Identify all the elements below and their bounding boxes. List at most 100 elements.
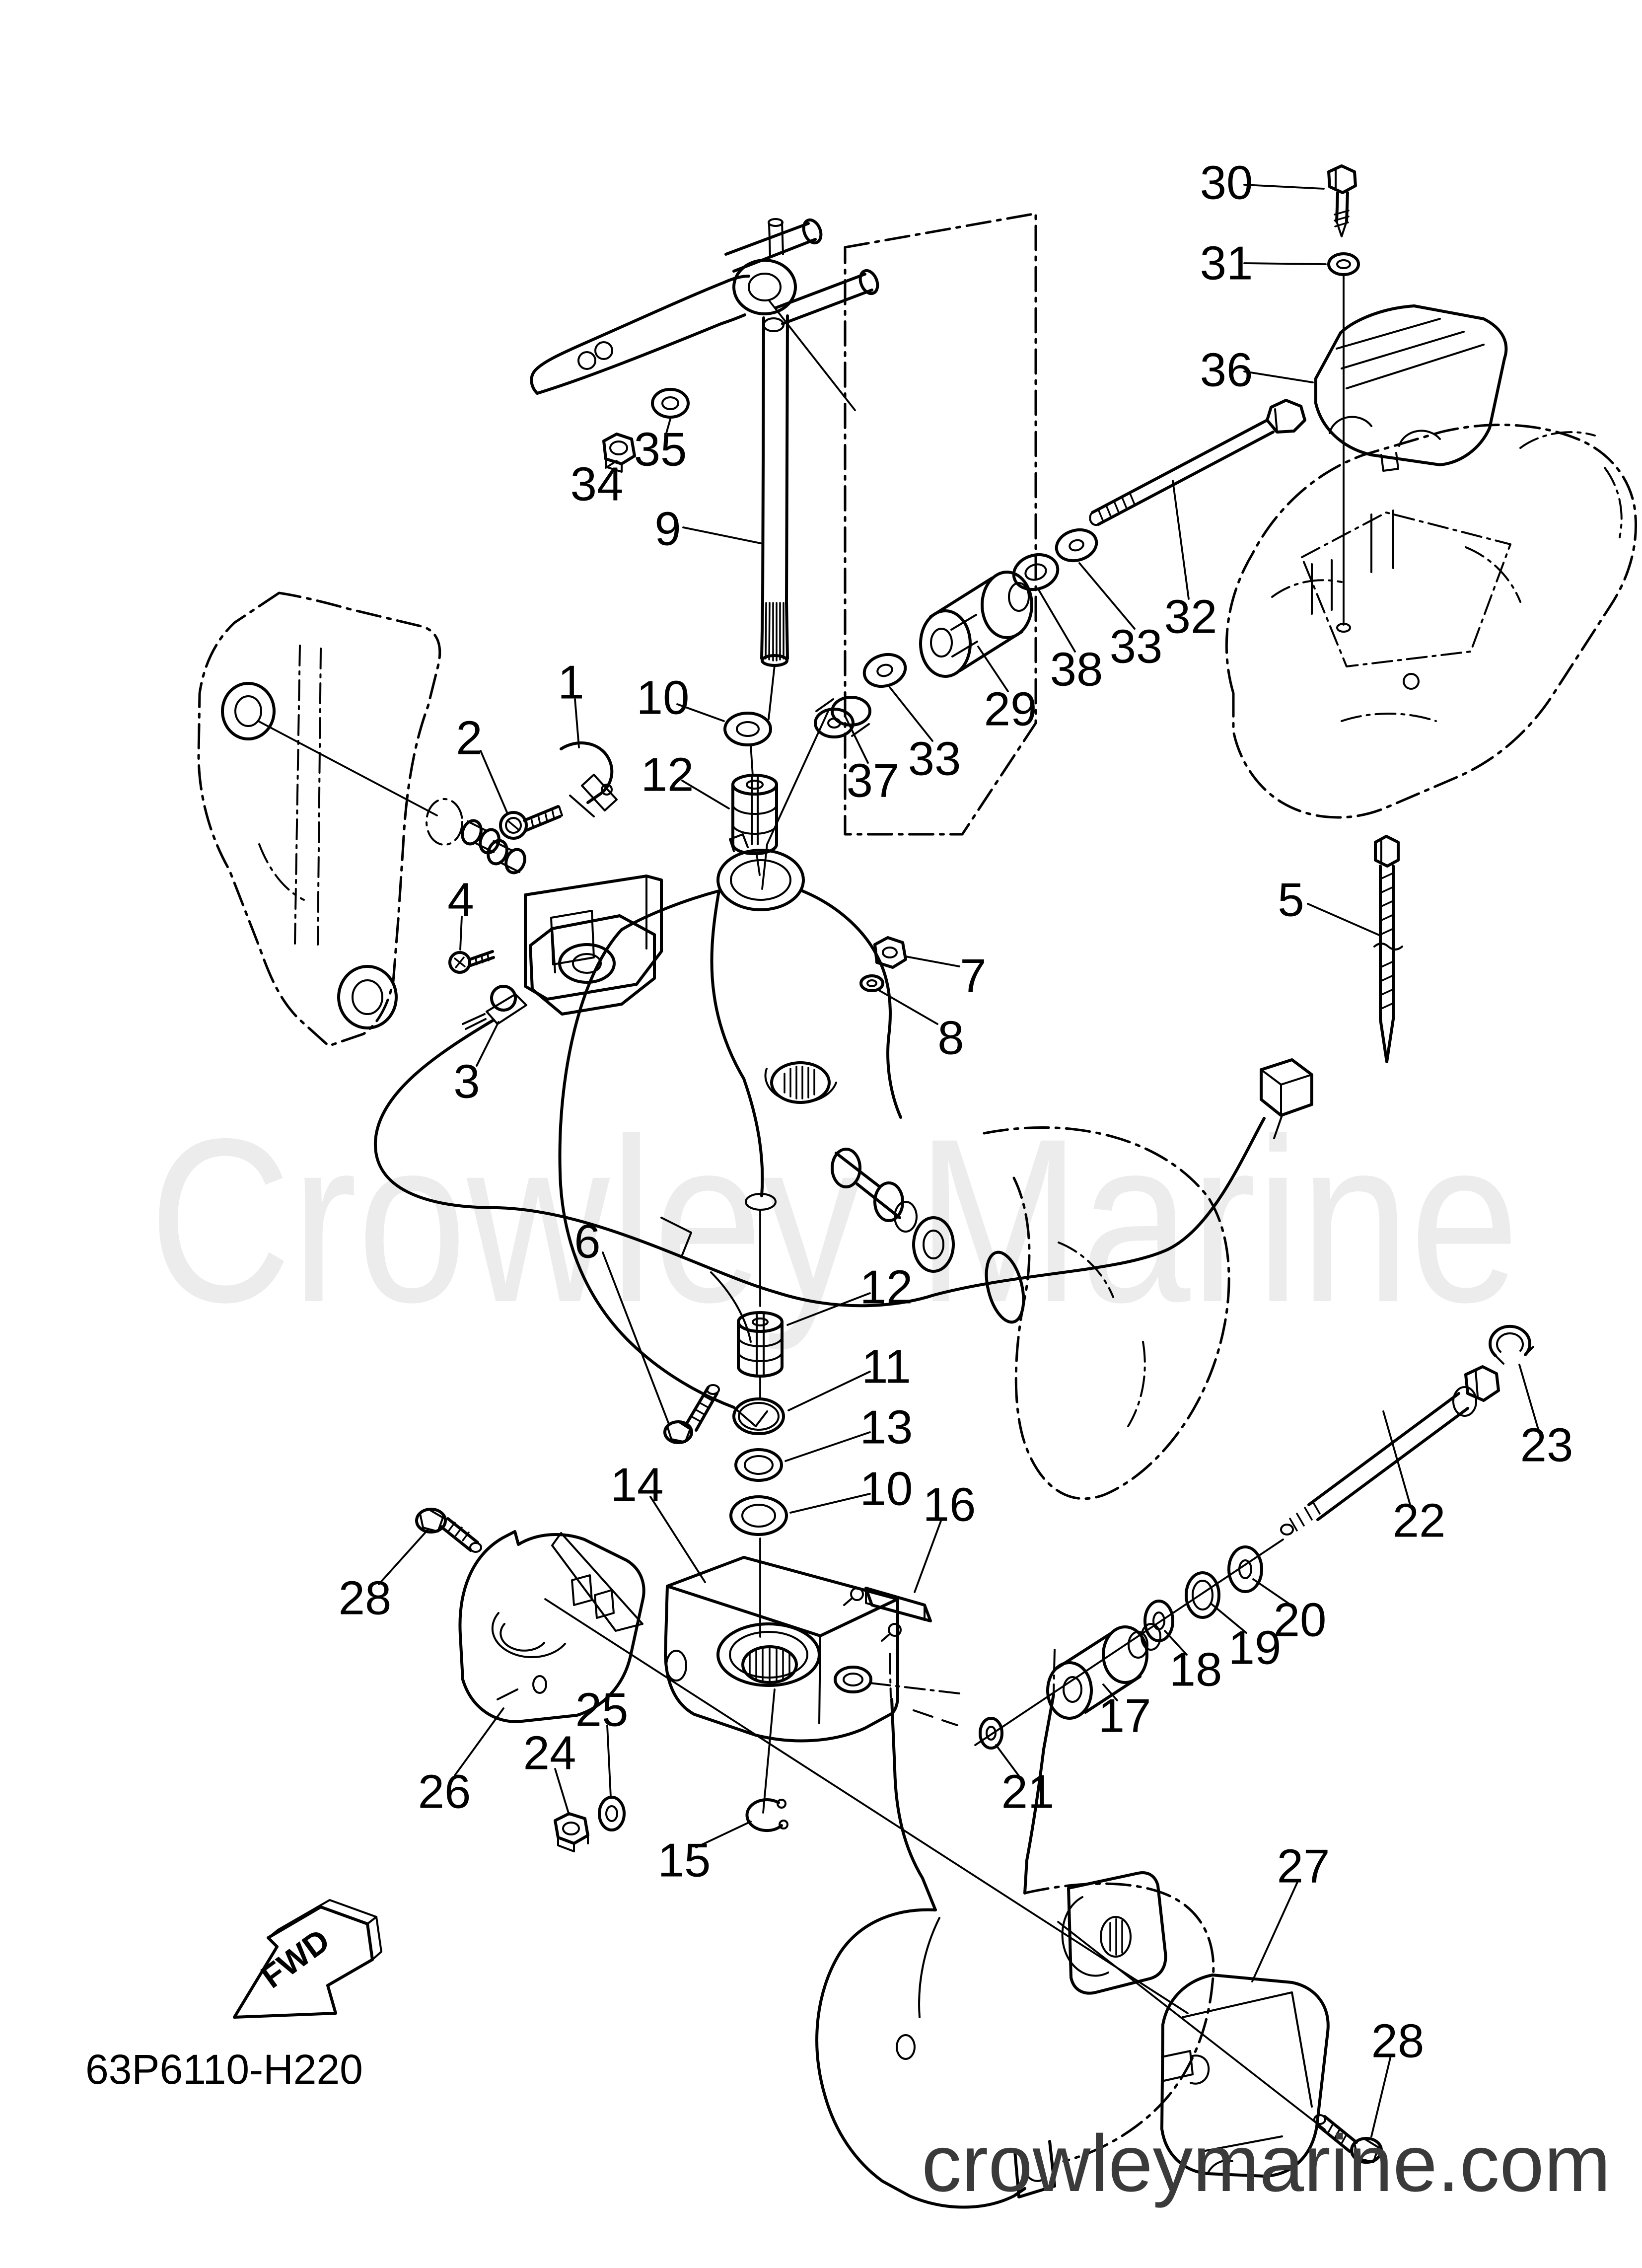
part-callout-33-17: 33 [908,732,961,786]
part-callout-20-32: 20 [1274,1594,1327,1647]
part-callout-32-21: 32 [1164,590,1217,644]
nut-24 [554,1812,589,1852]
part-callout-22-34: 22 [1393,1494,1446,1547]
part-callout-14-26: 14 [611,1459,664,1512]
leader-line-5-4 [1307,903,1381,937]
bolt-30 [1327,164,1357,237]
part-callout-12-10: 12 [641,748,694,802]
lower-damper-chain [865,1538,1284,1750]
leader-line-13-24 [785,1431,871,1462]
leader-line-18-30 [1164,1630,1188,1656]
part-callout-16-27: 16 [923,1478,976,1532]
leader-line-10-25 [789,1493,871,1514]
washer-10-lower [729,1495,788,1536]
anode-plate-16 [843,1587,932,1642]
upper-damper-chain [761,528,1098,890]
watermark: Crowley Marine [149,1090,1519,1352]
side-cover-26 [458,1530,645,1723]
part-callout-7-6: 7 [960,950,986,1003]
screw-2 [499,805,563,840]
leader-line-7-6 [905,955,960,967]
part-callout-25-37: 25 [575,1683,629,1737]
bracket-upper-hole [221,682,276,740]
cap-nut-23 [1489,1324,1534,1365]
leader-line-36-15 [1243,370,1314,383]
part-callout-26-38: 26 [418,1765,471,1819]
steering-shaft [760,314,789,667]
part-callout-12-23: 12 [860,1261,913,1314]
part-callout-30-13: 30 [1200,156,1253,210]
nut-7 [873,936,907,969]
leader-line-35-12 [665,418,671,434]
part-callout-36-15: 36 [1200,344,1253,397]
leader-line-31-14 [1243,262,1327,265]
leader-line-8-7 [878,989,938,1025]
lower-column [729,1209,788,1638]
part-callout-24-36: 24 [523,1727,576,1780]
part-callout-13-24: 13 [860,1401,913,1454]
leader-line-10-9 [676,703,725,722]
leader-line-17-29 [1102,1683,1118,1701]
part-callout-5-4: 5 [1278,874,1304,927]
leader-line-14-26 [649,1496,706,1583]
leader-line-26-38 [454,1707,504,1776]
swivel-arm-right [983,1126,1230,1500]
part-callout-10-9: 10 [637,671,690,725]
leader-line-27-39 [1251,1881,1298,1982]
part-callout-6-5: 6 [574,1215,600,1268]
lower-mount-housing-14 [664,1556,958,1814]
part-callout-33-20: 33 [1110,620,1163,673]
part-callout-11-22: 11 [861,1340,911,1393]
leader-line-24-36 [554,1768,570,1816]
part-callout-37-16: 37 [847,754,900,807]
bolt-22 [1280,1365,1500,1536]
bolt-28-left [415,1508,482,1553]
leader-line-29-18 [977,646,1009,692]
leader-line-16-27 [914,1519,942,1593]
part-callout-31-14: 31 [1200,237,1253,290]
leader-line-38-19 [1038,589,1076,653]
bottom-bracket [544,1598,1326,2209]
leader-line-11-22 [787,1371,871,1411]
washer-35 [651,388,690,419]
leader-line-3-2 [476,1021,500,1067]
part-callout-1-0: 1 [558,656,584,709]
leader-line-20-32 [1252,1578,1292,1606]
leader-line-32-21 [1172,480,1190,600]
leader-line-9-8 [682,526,762,544]
leader-line-12-10 [681,780,730,809]
reference-panel [844,212,1037,836]
wire-clamp-3 [462,985,527,1030]
leader-line-33-20 [1078,562,1136,630]
bolt-6 [663,1384,720,1444]
screw-4 [448,950,495,974]
washer-25 [598,1796,626,1831]
footer: 63P6110-H220 crowleymarine.com [85,2046,1611,2208]
bolt-28-right [1313,2114,1383,2164]
leader-line-15-28 [695,1821,752,1848]
leader-lines [378,184,1539,2137]
leader-line-12-23 [786,1292,871,1326]
part-callout-4-3: 4 [447,874,474,927]
part-callout-23-35: 23 [1520,1419,1573,1472]
part-callout-38-19: 38 [1050,643,1103,696]
mount-bushings-small [461,819,526,875]
leader-line-28-40 [378,1529,429,1585]
washer-13 [734,1448,783,1482]
part-callout-9-8: 9 [654,503,681,556]
fwd-arrow-label: FWD [254,1921,336,1995]
leader-line-30-13 [1243,184,1325,190]
part-callout-19-31: 19 [1228,1621,1282,1675]
part-callout-28-41: 28 [1371,2015,1425,2068]
trim-sensor-cable [373,1019,1313,1308]
washer-31 [1327,252,1360,276]
leader-line-21-33 [995,1744,1020,1777]
leader-line-33-17 [889,686,933,742]
circlip-15 [745,1798,788,1832]
website-text: crowleymarine.com [922,2119,1611,2208]
drawing-number: 63P6110-H220 [85,2046,363,2093]
washer-10-upper [723,712,772,746]
fwd-arrow: FWD [233,1899,382,2019]
nut-34 [602,433,636,473]
transom-bracket [197,591,663,1047]
